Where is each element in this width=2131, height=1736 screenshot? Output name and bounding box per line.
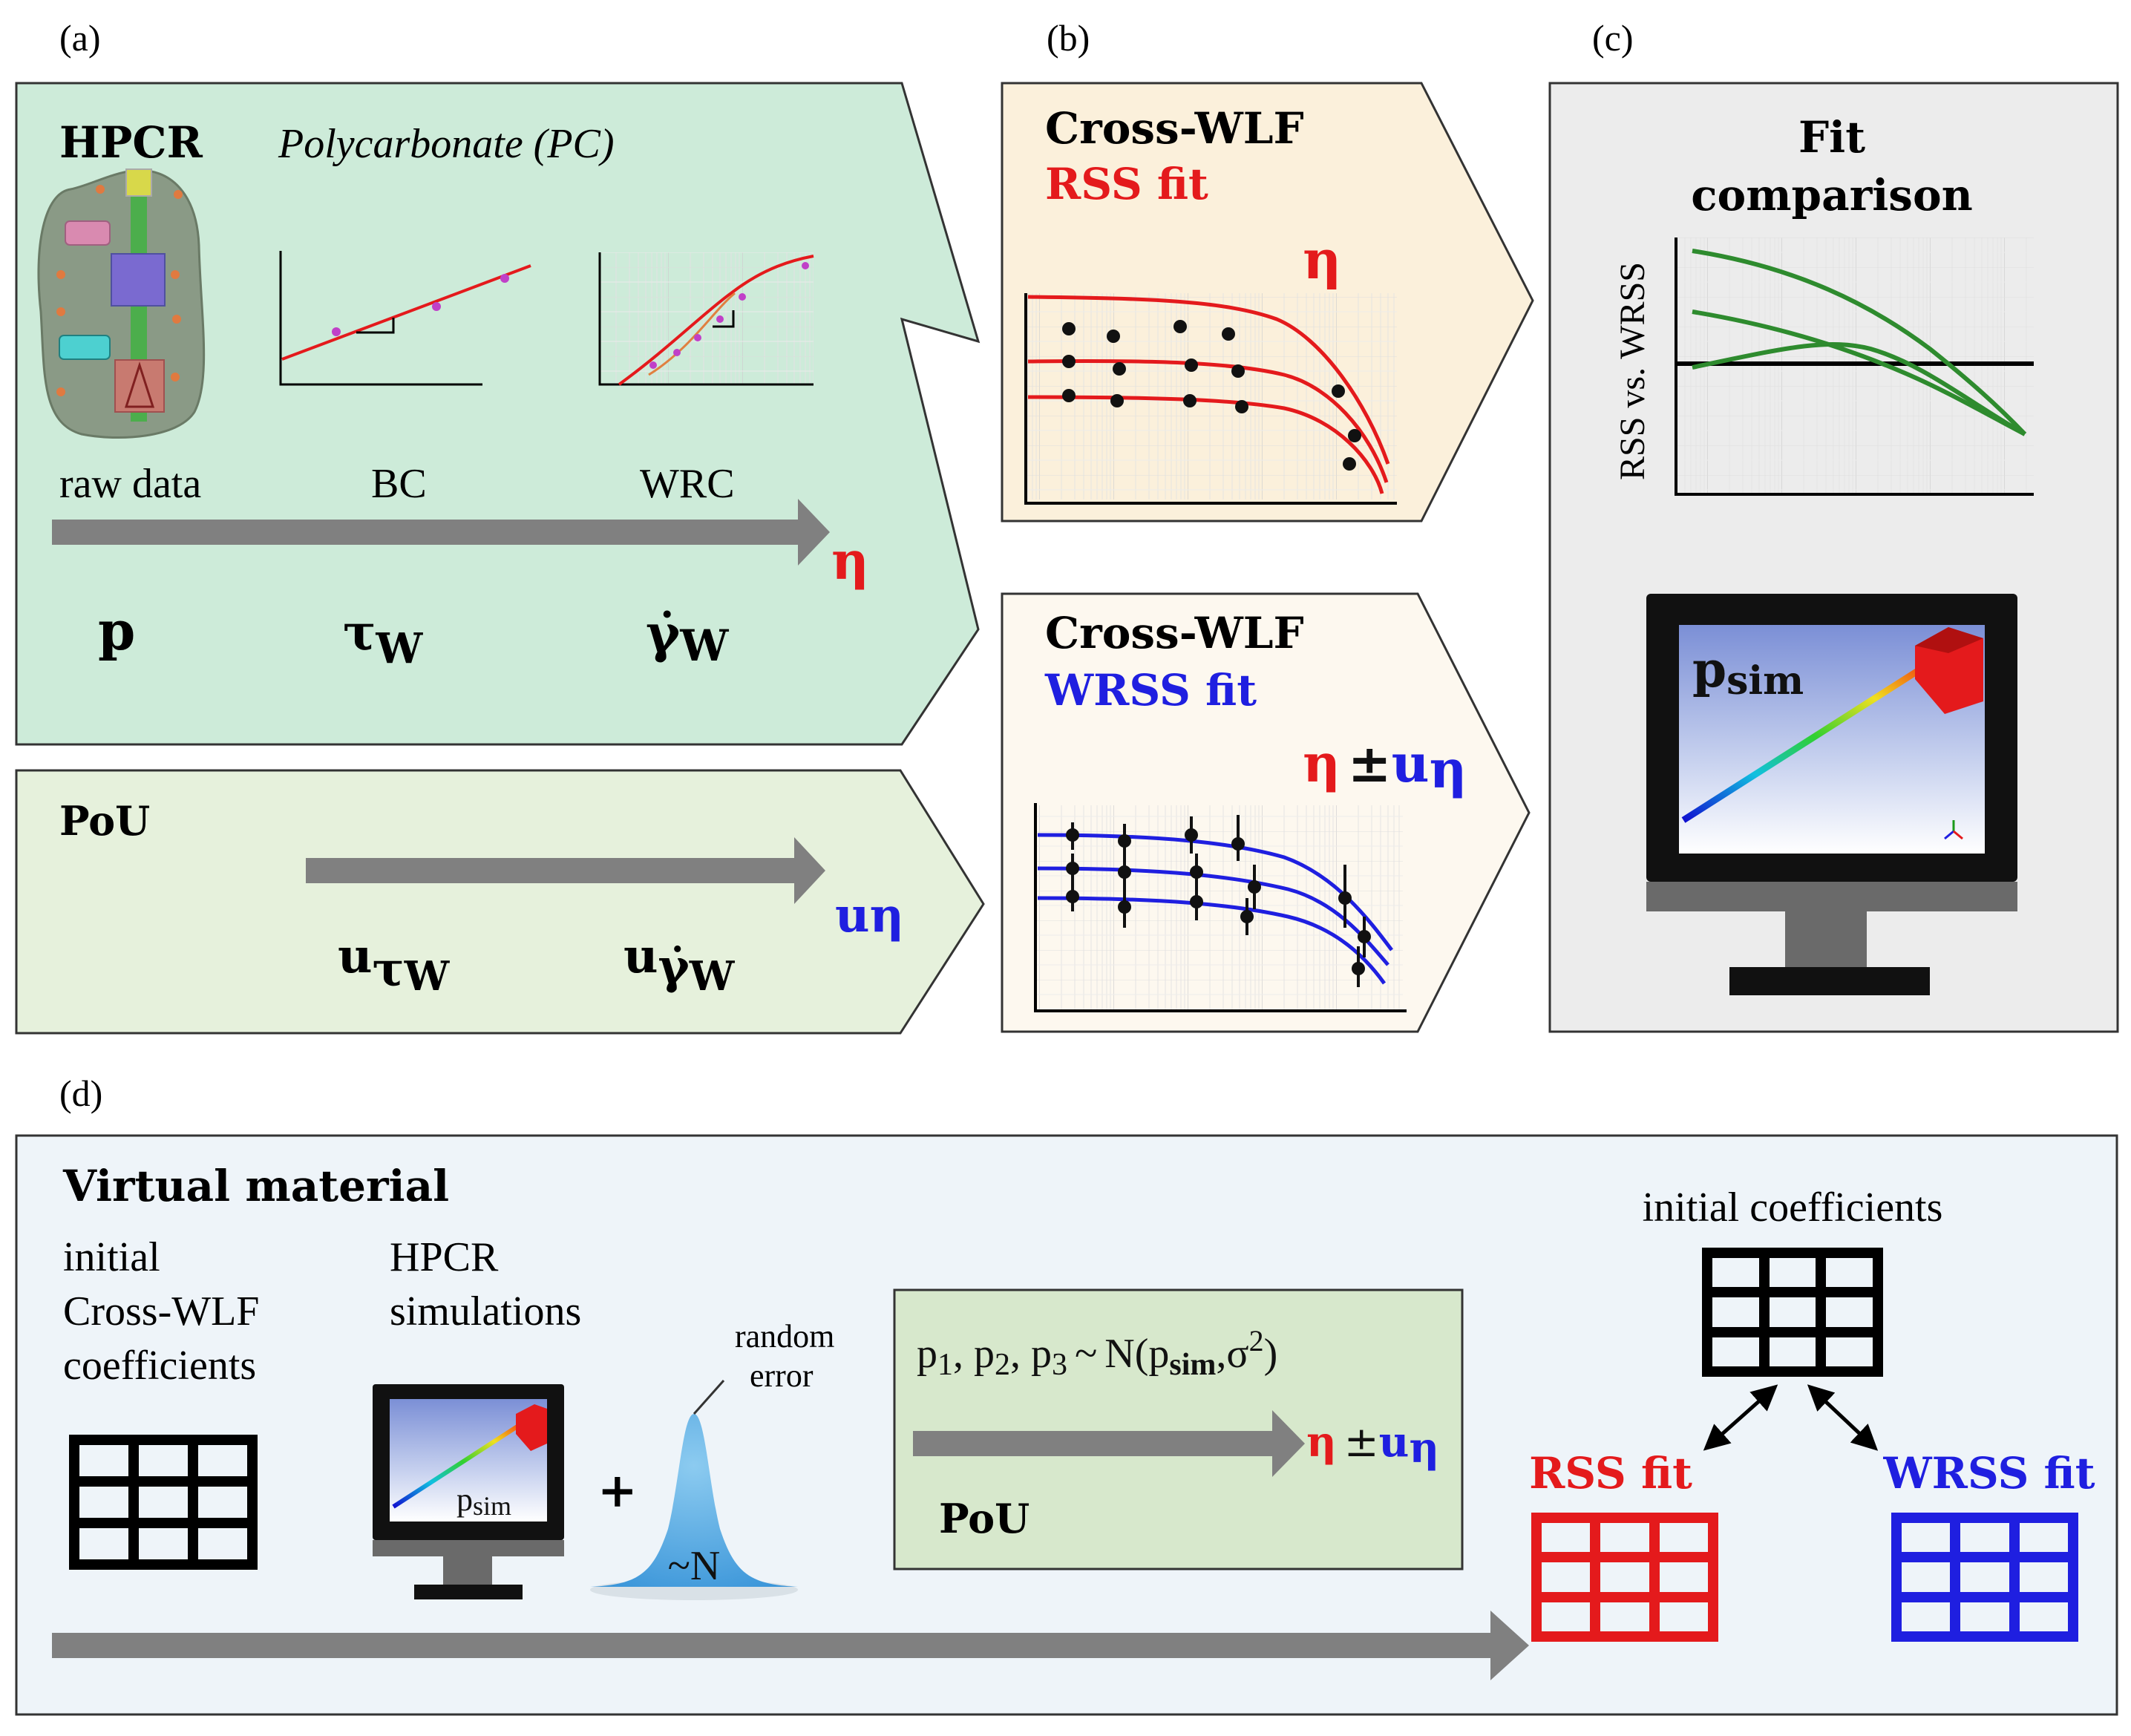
initial-line-3: coefficients xyxy=(63,1343,256,1389)
panel-label-a: (a) xyxy=(59,17,101,59)
step-wrc: WRC xyxy=(640,461,735,507)
panel-d-title: Virtual material xyxy=(62,1161,449,1211)
hpcr-line-2: simulations xyxy=(390,1288,581,1334)
eta-symbol-a: η xyxy=(831,530,869,592)
rss-fit-grid-icon xyxy=(1531,1513,1718,1642)
wrss-fit-chart xyxy=(1034,803,1407,1012)
wrc-mini-chart xyxy=(598,252,814,386)
panel-b-top-fit: RSS fit xyxy=(1045,159,1208,209)
panel-b-top-title: Cross-WLF xyxy=(1045,103,1304,154)
hpcr-machine-icon xyxy=(37,168,206,439)
panel-b-bottom: Cross-WLF WRSS fit η±uη xyxy=(1001,592,1531,1033)
pou-title: PoU xyxy=(59,797,150,845)
panel-d-arrow xyxy=(52,1611,1529,1680)
hpcr-simulation-monitor-icon: psim xyxy=(373,1384,564,1599)
panel-a: HPCR Polycarbonate (PC) xyxy=(15,82,981,746)
panel-c-ylabel: RSS vs. WRSS xyxy=(1613,262,1652,480)
panel-a-arrow xyxy=(52,499,830,566)
initial-line-2: Cross-WLF xyxy=(63,1288,259,1334)
panel-pou: PoU uη uτW uγ̇W xyxy=(15,769,985,1035)
hpcr-title: HPCR xyxy=(59,117,203,168)
panel-label-b: (b) xyxy=(1047,17,1090,59)
pou-chevron xyxy=(15,769,985,1035)
panel-b-bottom-title: Cross-WLF xyxy=(1045,608,1304,658)
pou-box-eta-u: η±uη xyxy=(1306,1418,1439,1473)
panel-b-bottom-eta-u: η±uη xyxy=(1303,733,1467,800)
u-eta-symbol: uη xyxy=(835,888,904,943)
panel-c: Fit comparison RSS vs. WRSS psim xyxy=(1548,82,2119,1033)
panel-c-psim: psim xyxy=(1692,641,1804,704)
pou-box-label: PoU xyxy=(939,1495,1030,1542)
rss-fit-label: RSS fit xyxy=(1529,1448,1692,1498)
link-to-wrss xyxy=(1807,1384,1879,1451)
random-error-line-2: error xyxy=(750,1357,814,1394)
fit-comparison-chart xyxy=(1675,238,2034,496)
d-psim-label: psim xyxy=(456,1481,511,1521)
rss-fit-chart xyxy=(1024,293,1397,505)
panel-label-c: (c) xyxy=(1592,17,1634,59)
material-name: Polycarbonate (PC) xyxy=(278,121,615,167)
random-error-line-1: random xyxy=(735,1318,834,1355)
wrss-fit-grid-icon xyxy=(1891,1513,2078,1642)
initial-coefficients-grid-icon xyxy=(1702,1248,1883,1377)
panel-d: Virtual material initial Cross-WLF coeff… xyxy=(15,1134,2118,1716)
symbol-tau-w: τW xyxy=(343,603,423,673)
symbol-gamma-w: γ̇W xyxy=(646,603,729,671)
normal-label: ~N xyxy=(668,1543,721,1589)
bc-mini-chart xyxy=(279,251,531,386)
pou-arrow xyxy=(306,837,825,904)
step-raw-data: raw data xyxy=(59,461,201,507)
wrss-fit-label: WRSS fit xyxy=(1883,1448,2095,1498)
step-bc: BC xyxy=(371,461,427,507)
symbol-p: p xyxy=(98,599,135,662)
panel-label-d: (d) xyxy=(59,1072,102,1114)
normal-distribution-icon: ~N xyxy=(590,1380,798,1600)
panel-b-top-eta: η xyxy=(1303,228,1341,291)
link-to-rss xyxy=(1703,1384,1778,1451)
panel-b-bottom-fit: WRSS fit xyxy=(1044,665,1257,715)
panel-c-title-line1: Fit xyxy=(1798,112,1865,163)
simulation-monitor-icon: psim xyxy=(1646,594,2017,995)
pou-box-arrow xyxy=(913,1410,1305,1477)
initial-coefficients-label: initial coefficients xyxy=(1643,1185,1943,1231)
u-gamma-w-symbol: uγ̇W xyxy=(623,928,736,1000)
plus-sign: + xyxy=(598,1463,638,1519)
sampling-formula: p1, p2, p3~N(psim,σ2) xyxy=(917,1324,1277,1382)
panel-c-title-line2: comparison xyxy=(1691,170,1973,220)
u-tau-w-symbol: uτW xyxy=(338,928,451,1000)
initial-coefficients-table-icon xyxy=(69,1435,258,1570)
initial-line-1: initial xyxy=(63,1234,160,1280)
hpcr-line-1: HPCR xyxy=(390,1234,499,1280)
panel-a-chevron xyxy=(15,82,981,746)
panel-b-top: Cross-WLF RSS fit η xyxy=(1001,82,1534,523)
pou-sampling-box: p1, p2, p3~N(psim,σ2) η±uη PoU xyxy=(893,1288,1464,1570)
